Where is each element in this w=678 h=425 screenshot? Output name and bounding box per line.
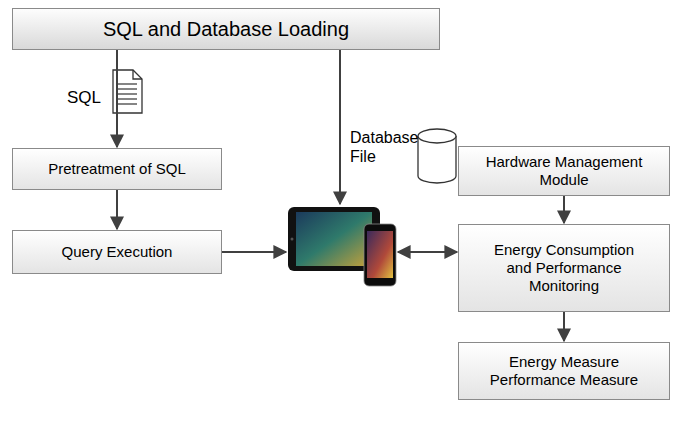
process-box: Pretreatment of SQL (12, 148, 222, 190)
process-box: Energy MeasurePerformance Measure (458, 342, 670, 400)
flow-arrow (116, 50, 118, 147)
execution-arrow (222, 251, 286, 253)
box-text: Performance Measure (490, 371, 638, 389)
phone-device (364, 224, 396, 286)
process-box: Query Execution (12, 230, 222, 274)
box-text: SQL and Database Loading (103, 17, 349, 41)
database-arrow (339, 50, 341, 204)
box-text: Hardware Management Module (469, 153, 659, 189)
flow-arrow (563, 196, 565, 223)
box-text: Query Execution (62, 243, 173, 261)
process-box: Energy Consumption and Performance Monit… (458, 224, 670, 312)
flow-arrow (116, 190, 118, 229)
edge-label: SQL (65, 88, 103, 108)
database-cylinder (418, 129, 456, 183)
flow-arrow (563, 312, 565, 341)
process-box: SQL and Database Loading (12, 8, 440, 50)
box-text: Energy Consumption and Performance Monit… (484, 241, 644, 295)
process-box: Hardware Management Module (458, 146, 670, 196)
device-monitor-arrow (398, 251, 457, 253)
file-label: Database File (348, 128, 416, 166)
box-text: Pretreatment of SQL (48, 160, 186, 178)
box-text: Energy Measure (509, 353, 619, 371)
